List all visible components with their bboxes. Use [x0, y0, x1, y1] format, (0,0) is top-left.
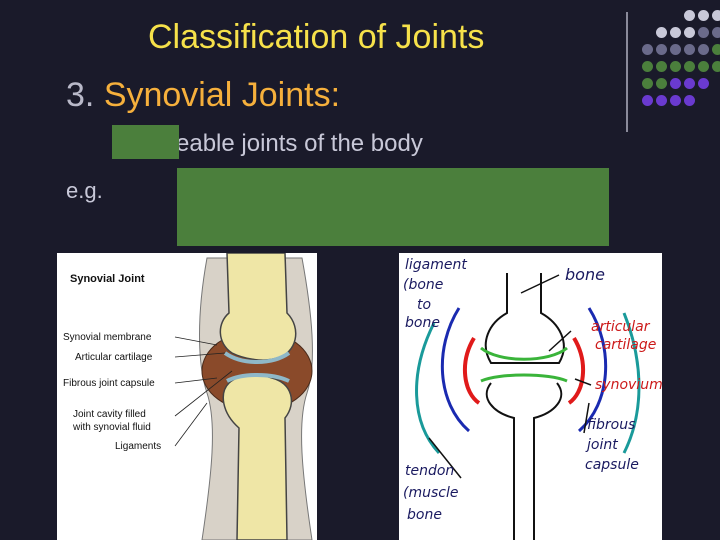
section-heading: 3. Synovial Joints:: [66, 76, 340, 115]
label-fibrous-capsule: Fibrous joint capsule: [63, 378, 155, 389]
label-joint-cavity: Joint cavity filled: [73, 409, 146, 420]
label-fibrous: fibrous: [587, 417, 636, 433]
section-number: 3.: [66, 76, 95, 114]
decorative-dot: [670, 44, 681, 55]
decorative-dot: [684, 95, 695, 106]
label-bone: bone: [565, 265, 605, 284]
decorative-dot: [656, 78, 667, 89]
label-articular: articular: [591, 319, 650, 335]
label-ligament-note-2: to: [417, 297, 432, 313]
decorative-dot: [684, 27, 695, 38]
label-tendon-bone: bone: [407, 507, 442, 523]
decorative-dot: [656, 61, 667, 72]
decorative-dot: [656, 44, 667, 55]
decorative-dot: [712, 27, 720, 38]
label-ligament: ligament: [405, 257, 467, 273]
decorative-dot: [712, 61, 720, 72]
decorative-dot: [642, 61, 653, 72]
decorative-dot: [712, 10, 720, 21]
label-ligaments: Ligaments: [115, 441, 162, 452]
decorative-dot: [684, 61, 695, 72]
decorative-dot: [684, 10, 695, 21]
label-synovial-fluid: with synovial fluid: [73, 422, 151, 433]
answer-cover-box[interactable]: [177, 168, 609, 246]
decorative-dot: [684, 78, 695, 89]
decorative-dot: [670, 27, 681, 38]
label-synovial-membrane: Synovial membrane: [63, 332, 152, 343]
diagram-title: Synovial Joint: [70, 273, 145, 285]
decorative-dot: [670, 95, 681, 106]
example-label: e.g.: [66, 178, 103, 203]
decorative-dot: [670, 61, 681, 72]
hand-drawn-joint-diagram: ligament (bone to bone bone articular ca…: [399, 253, 662, 540]
decorative-dot: [642, 78, 653, 89]
slide-title: Classification of Joints: [148, 18, 485, 56]
synovial-joint-diagram: Synovial Joint Synovial membrane Articul…: [57, 253, 317, 540]
decorative-dot: [642, 44, 653, 55]
label-muscle: (muscle: [403, 485, 459, 501]
label-tendon: tendon: [405, 463, 455, 479]
decorative-dot: [698, 27, 709, 38]
label-joint: joint: [587, 437, 618, 453]
decorative-dot: [670, 78, 681, 89]
decorative-dot: [656, 95, 667, 106]
decorative-dot: [712, 44, 720, 55]
decorative-dot: [656, 27, 667, 38]
decorative-dot: [698, 78, 709, 89]
label-cartilage: cartilage: [595, 337, 657, 353]
label-capsule: capsule: [585, 457, 639, 473]
hand-drawn-sketch: [415, 273, 641, 540]
decorative-dot: [698, 44, 709, 55]
label-articular-cartilage: Articular cartilage: [75, 352, 153, 363]
label-synovium: synovium: [595, 377, 662, 393]
section-title: Synovial Joints:: [103, 76, 341, 114]
decorative-dot: [642, 95, 653, 106]
label-ligament-note-1: (bone: [403, 277, 444, 293]
bullet-cover-box[interactable]: [112, 125, 179, 159]
decorative-dot: [698, 10, 709, 21]
decorative-dot: [684, 44, 695, 55]
decorative-dot: [698, 61, 709, 72]
joint-illustration: [174, 253, 313, 540]
divider-line: [626, 12, 628, 132]
label-ligament-note-3: bone: [405, 315, 440, 331]
